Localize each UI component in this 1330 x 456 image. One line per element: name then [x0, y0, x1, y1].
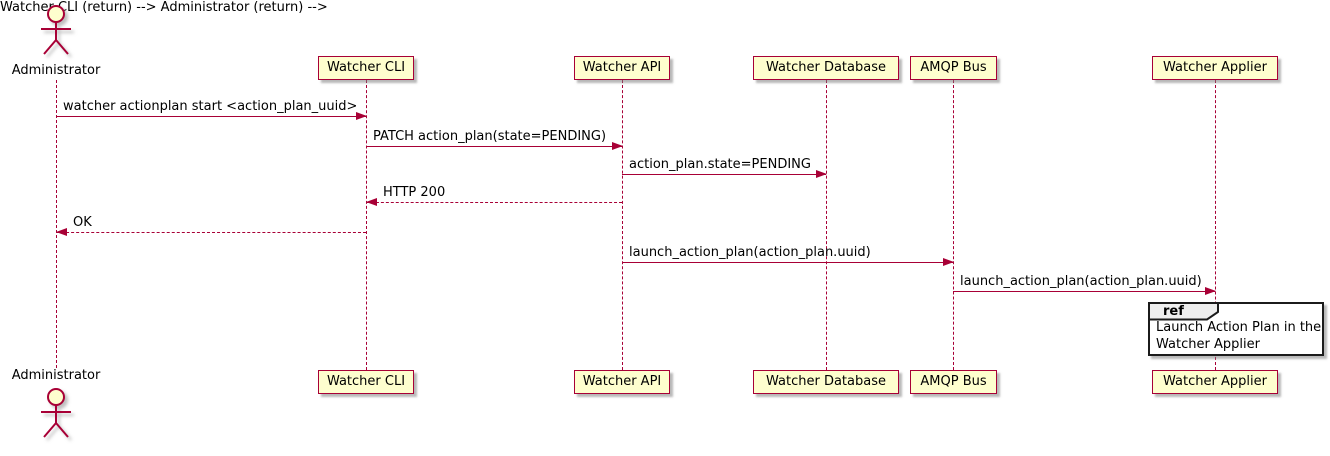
message-5-line	[56, 232, 366, 233]
participant-watcher-database-top: Watcher Database	[753, 56, 899, 80]
participant-amqp-bus-bottom: AMQP Bus	[910, 370, 997, 394]
message-4-line	[366, 202, 622, 203]
ref-header-pentagon	[1148, 302, 1219, 321]
lifeline-amqp-bus	[953, 80, 954, 370]
ref-keyword: ref	[1163, 304, 1184, 319]
lifeline-watcher-api	[622, 80, 623, 370]
message-4-label: HTTP 200	[383, 185, 446, 200]
ref-text: Launch Action Plan in the Watcher Applie…	[1156, 319, 1321, 353]
actor-icon	[41, 5, 71, 55]
message-2-line	[366, 146, 622, 147]
participant-watcher-applier-bottom: Watcher Applier	[1152, 370, 1278, 394]
participant-watcher-applier-top: Watcher Applier	[1152, 56, 1278, 80]
message-6-line	[622, 262, 953, 263]
message-2-label: PATCH action_plan(state=PENDING)	[373, 129, 607, 144]
arrowhead-icon	[816, 170, 827, 178]
ref-fragment: ref Launch Action Plan in the Watcher Ap…	[1148, 302, 1324, 356]
arrowhead-icon	[943, 258, 954, 266]
lifeline-administrator	[56, 80, 57, 368]
participant-watcher-api-top: Watcher API	[574, 56, 670, 80]
arrowhead-icon	[366, 198, 377, 206]
ref-text-line1: Launch Action Plan in the	[1156, 320, 1322, 335]
ref-text-line2: Watcher Applier	[1156, 337, 1260, 352]
message-6-label: launch_action_plan(action_plan.uuid)	[629, 245, 871, 260]
arrowhead-icon	[56, 228, 67, 236]
arrowhead-icon	[612, 142, 623, 150]
actor-label-administrator-bottom: Administrator	[11, 368, 101, 383]
participant-watcher-cli-bottom: Watcher CLI	[318, 370, 414, 394]
lifeline-watcher-applier	[1215, 80, 1216, 370]
participant-watcher-cli-top: Watcher CLI	[318, 56, 414, 80]
message-7-label: launch_action_plan(action_plan.uuid)	[960, 274, 1202, 289]
message-5-label: OK	[73, 215, 92, 230]
message-1-line	[56, 116, 366, 117]
message-3-line	[622, 174, 826, 175]
participant-amqp-bus-top: AMQP Bus	[910, 56, 997, 80]
actor-icon	[41, 388, 71, 438]
lifeline-watcher-cli	[366, 80, 367, 370]
participant-watcher-api-bottom: Watcher API	[574, 370, 670, 394]
message-1-label: watcher actionplan start <action_plan_uu…	[63, 99, 358, 114]
arrowhead-icon	[1205, 287, 1216, 295]
message-7-line	[953, 291, 1215, 292]
lifeline-watcher-database	[826, 80, 827, 370]
actor-label-administrator-top: Administrator	[11, 63, 101, 78]
message-3-label: action_plan.state=PENDING	[629, 157, 811, 172]
arrowhead-icon	[356, 112, 367, 120]
participant-watcher-database-bottom: Watcher Database	[753, 370, 899, 394]
